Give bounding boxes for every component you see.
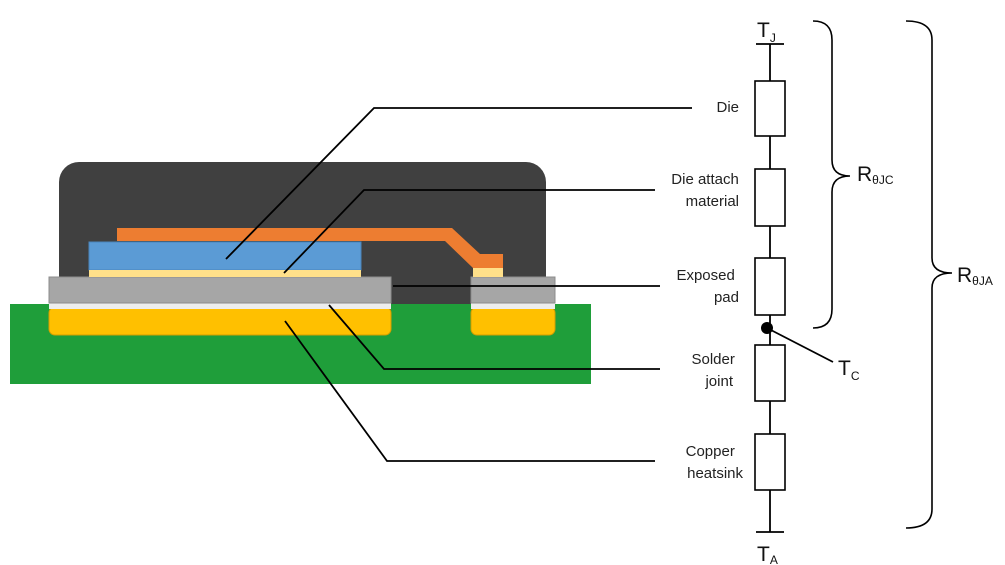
resistor-exposed-pad (754, 257, 786, 316)
label-ta: TA (757, 543, 778, 565)
label-die-attach: Die attach material (671, 171, 743, 210)
label-copper-heatsink: Copper heatsink (686, 443, 744, 482)
label-die-line1: Die (716, 99, 739, 116)
bond-clip (117, 228, 503, 268)
label-solder-joint: Solder joint (691, 351, 739, 390)
solder-joint-lead (471, 301, 555, 309)
lead-post-attach (473, 268, 503, 277)
die (88, 241, 362, 271)
tc-leader (766, 327, 834, 363)
lead-frame (470, 276, 556, 304)
leader-die-attach (283, 189, 655, 274)
label-rja: RθJA (957, 264, 993, 288)
resistor-copper-heatsink (754, 433, 786, 491)
resistor-die (754, 80, 786, 137)
copper-heatsink-main (48, 306, 392, 336)
resistor-solder-joint (754, 344, 786, 402)
leader-copper-heatsink (284, 320, 655, 462)
label-exposed-pad: Exposed pad (676, 267, 739, 306)
label-die: Die (716, 99, 739, 116)
leader-die (225, 107, 692, 260)
resistor-die-attach (754, 168, 786, 227)
copper-heatsink-lead (470, 306, 556, 336)
solder-joint-main (49, 301, 391, 309)
exposed-pad (48, 276, 392, 304)
leader-solder-joint (328, 304, 660, 370)
label-rjc: RθJC (857, 163, 894, 187)
brace-rjc (812, 20, 851, 329)
label-tc: TC (838, 357, 860, 383)
brace-rja (905, 20, 953, 529)
die-attach (89, 270, 361, 277)
label-tj: TJ (757, 19, 776, 45)
